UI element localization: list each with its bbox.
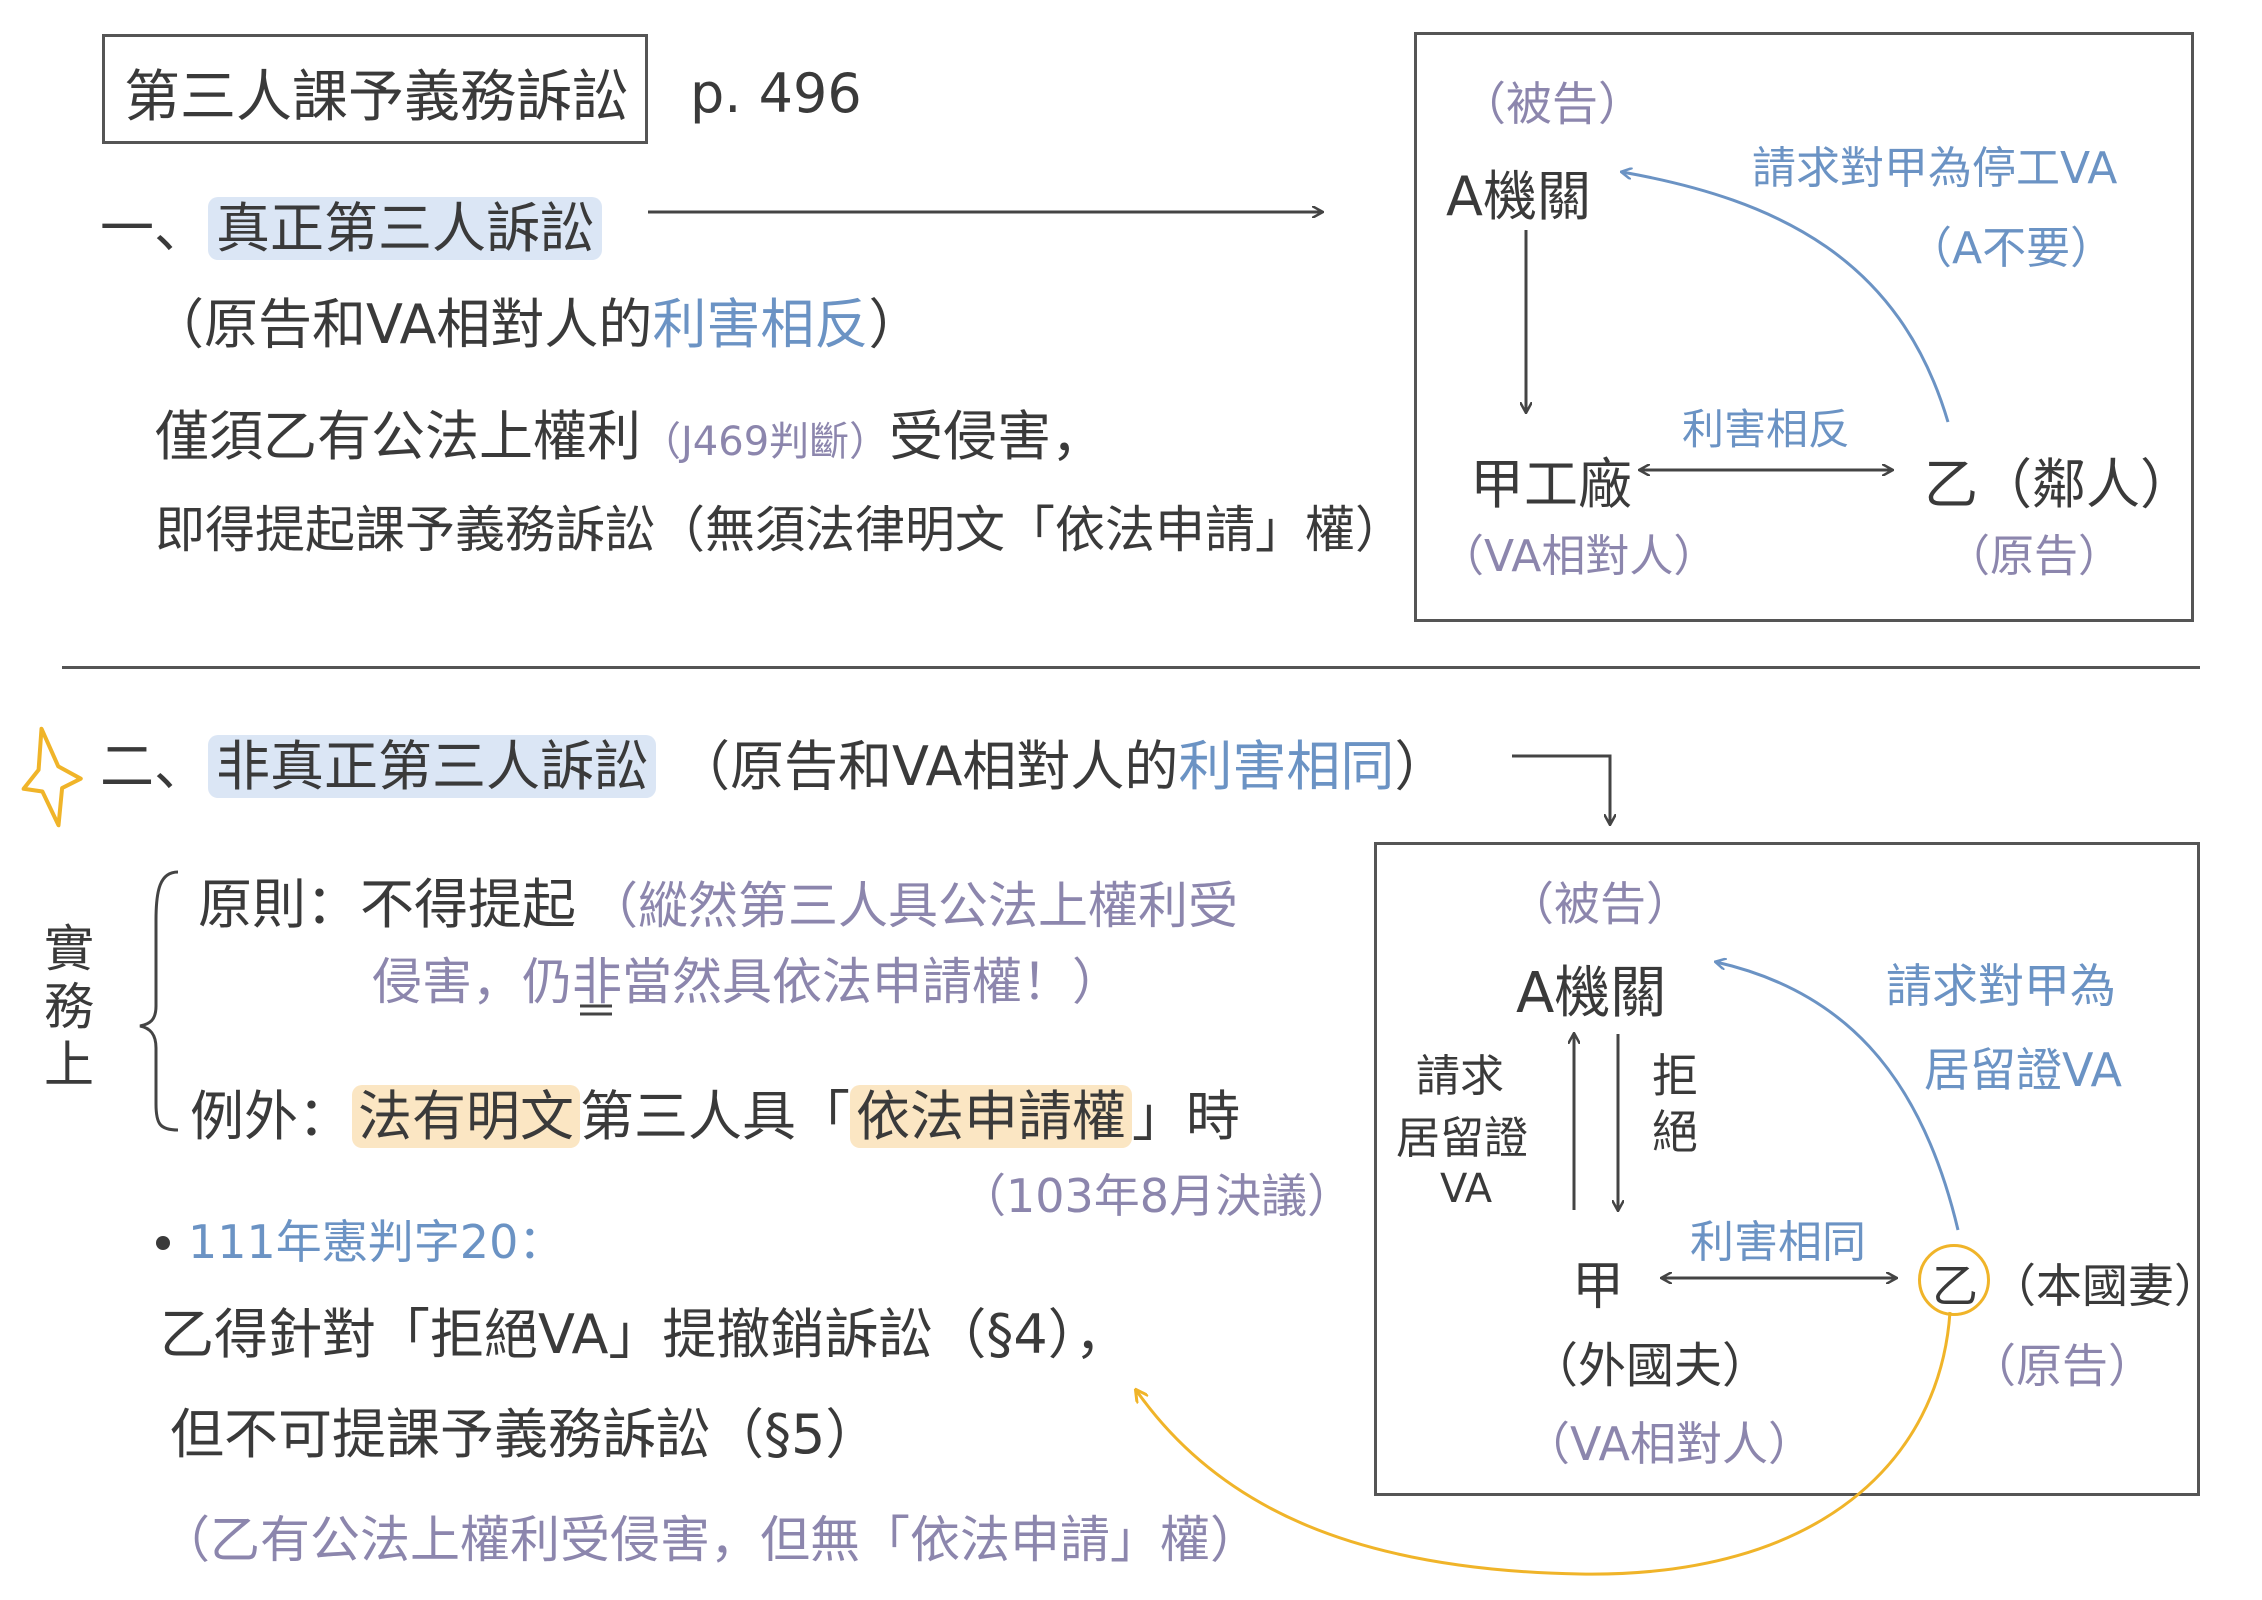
diagram2-party-a-role: （VA相對人） [1524,1417,1814,1471]
principle-row: 原則：不得提起（縱然第三人具公法上權利受 [198,860,1238,939]
exception-ref: （103年8月決議） [960,1169,1354,1223]
section1-note-highlight: 利害相反 [652,293,869,356]
diagram1-party-a: 甲工廠 [1470,453,1632,516]
diagram1-request-arrow [1622,172,1950,423]
practice-brace [139,870,179,1132]
page-reference: p. 496 [690,62,862,125]
diagram2-agency: A機關 [1516,961,1667,1026]
section-divider [62,666,2200,669]
section2-pointer-arrow [1512,754,1610,824]
diagram2-request-arrow [1716,962,1960,1231]
section1-title: 真正第三人訴訟 [208,197,602,260]
ruling-line1: 乙得針對「拒絕VA」提撤銷訴訟（§4）， [160,1303,1129,1366]
section2-title: 非真正第三人訴訟 [208,735,656,798]
star-icon [21,726,83,828]
section1-note-suffix: ） [868,293,923,356]
diagram2-request-right-2: 居留證VA [1924,1043,2122,1097]
ruling-line3: （乙有公法上權利受侵害，但無「依法申請」權） [160,1511,1260,1569]
principle-text: 不得提起 [360,873,576,936]
diagram2-defendant-label: （被告） [1508,877,1692,931]
section1-line2: 即得提起課予義務訴訟（無須法律明文「依法申請」權） [155,501,1405,559]
title-box [102,34,648,144]
section2-number: 二、 [100,735,208,798]
diagram1-defendant-label: （被告） [1460,77,1644,131]
diagram2-request-left-1: 請求 [1416,1051,1504,1102]
diagram1-request: 請求對甲為停工VA [1752,143,2118,194]
section1-line1: 僅須乙有公法上權利（J469判斷）受侵害， [155,392,1105,471]
diagram2-refuse-2: 絕 [1652,1105,1698,1159]
exception-highlight-2: 依法申請權 [850,1085,1132,1148]
section1-line1-b: 受侵害， [889,405,1106,468]
ruling-bullet [156,1236,170,1250]
diagram1-relation: 利害相反 [1682,405,1851,454]
practice-label: 實務上 [44,920,94,1094]
principle-note-2: 侵害，仍非當然具依法申請權！） [372,953,1122,1011]
section2-heading: 二、非真正第三人訴訟 （原告和VA相對人的利害相同） [100,722,1448,801]
exception-mid: 第三人具「 [580,1085,850,1148]
diagram2-request-left-3: VA [1440,1166,1493,1212]
section1-line1-ref: （J469判斷） [641,419,890,465]
diagram1-box [1414,32,2194,622]
diagram1-party-b-role: （原告） [1946,531,2122,582]
diagram2-box [1374,842,2200,1496]
diagram2-party-b-char: 乙 [1932,1259,1978,1313]
section2-note-suffix: ） [1394,735,1449,798]
section1-heading: 一、真正第三人訴訟 [100,184,602,263]
page-title: 第三人課予義務訴訟 [124,65,628,130]
ruling-title: 111年憲判字20： [188,1215,565,1269]
diagram1-agency: A機關 [1446,165,1591,228]
exception-highlight-1: 法有明文 [352,1085,580,1148]
diagram1-party-a-role: （VA相對人） [1440,531,1718,582]
section1-number: 一、 [100,197,208,260]
diagram2-party-b-circle [1918,1244,1990,1316]
section2-note-prefix: （原告和VA相對人的 [676,735,1179,798]
exception-end: 」時 [1132,1085,1240,1148]
diagram2-party-a: 甲 [1572,1257,1625,1317]
diagram2-party-a-desc: （外國夫） [1530,1338,1771,1394]
principle-label: 原則： [198,873,360,936]
section1-note-prefix: （原告和VA相對人的 [150,293,653,356]
diagram2-request-right-1: 請求對甲為 [1886,959,2116,1013]
diagram2-party-b-desc: （本國妻） [1990,1259,2220,1313]
exception-row: 例外：法有明文第三人具「依法申請權」時 [190,1072,1240,1151]
diagram2-party-b-role: （原告） [1970,1339,2154,1393]
section2-note-highlight: 利害相同 [1178,735,1395,798]
diagram1-party-b: 乙（鄰人） [1924,453,2194,516]
principle-note-1: （縱然第三人具公法上權利受 [588,877,1238,935]
plaintiff-to-ruling-curve [1136,1311,1952,1576]
diagram2-relation: 利害相同 [1690,1217,1866,1268]
diagram2-refuse-1: 拒 [1652,1049,1698,1103]
section1-line1-a: 僅須乙有公法上權利 [155,405,641,468]
exception-label: 例外： [190,1085,352,1148]
diagram1-agency-refuses: （A不要） [1908,223,2115,274]
section1-note: （原告和VA相對人的利害相反） [150,280,922,359]
ruling-line2: 但不可提課予義務訴訟（§5） [170,1403,880,1466]
diagram2-request-left-2: 居留證 [1396,1113,1528,1164]
